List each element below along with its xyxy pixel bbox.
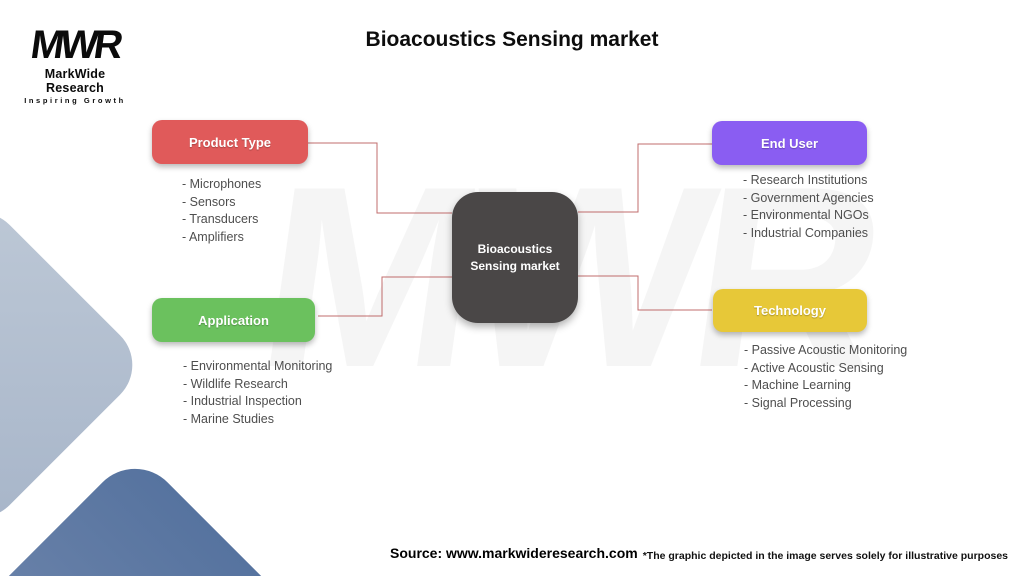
segment-label-end-user: End User — [760, 135, 819, 151]
segment-box-application: Application — [152, 298, 315, 342]
segment-box-end-user: End User — [712, 121, 867, 165]
page-title: Bioacoustics Sensing market — [365, 28, 659, 51]
center-node-label: Bioacoustics Sensing market — [470, 242, 560, 273]
segment-box-product-type: Product Type — [152, 120, 308, 164]
list-item: - Passive Acoustic Monitoring — [744, 343, 908, 357]
segment-label-technology: Technology — [754, 303, 826, 318]
segment-list-technology: - Passive Acoustic Monitoring - Active A… — [744, 342, 907, 412]
list-item: - Environmental Monitoring — [183, 359, 333, 373]
list-item: - Research Institutions — [743, 173, 868, 187]
list-item: - Sensors — [182, 194, 236, 209]
list-item: - Active Acoustic Sensing — [744, 360, 884, 375]
segment-box-technology: Technology — [713, 289, 867, 332]
list-item: - Amplifiers — [182, 229, 244, 244]
brand-logo: MWR MarkWide Research Inspiring Growth — [18, 23, 132, 105]
center-node: Bioacoustics Sensing market — [452, 192, 578, 323]
segment-list-product-type: - Microphones - Sensors - Transducers - … — [182, 176, 261, 246]
segment-label-application: Application — [198, 312, 269, 328]
list-item: - Environmental NGOs — [743, 208, 869, 222]
list-item: - Industrial Inspection — [183, 394, 302, 408]
list-item: - Government Agencies — [743, 190, 874, 205]
segment-label-product-type: Product Type — [188, 134, 272, 150]
list-item: - Transducers — [182, 212, 259, 226]
segment-list-end-user: - Research Institutions - Government Age… — [743, 172, 874, 242]
list-item: - Marine Studies — [183, 411, 275, 426]
list-item: - Signal Processing — [744, 395, 852, 410]
list-item: - Machine Learning — [744, 378, 852, 392]
logo-tagline: Inspiring Growth — [24, 96, 126, 105]
list-item: - Microphones — [182, 177, 262, 191]
list-item: - Industrial Companies — [743, 225, 869, 240]
logo-company-name: MarkWide Research — [44, 67, 106, 95]
source-text: Source: www.markwideresearch.com — [390, 545, 638, 561]
disclaimer-text: *The graphic depicted in the image serve… — [642, 550, 1008, 562]
segment-list-application: - Environmental Monitoring - Wildlife Re… — [183, 358, 332, 428]
list-item: - Wildlife Research — [183, 376, 288, 391]
